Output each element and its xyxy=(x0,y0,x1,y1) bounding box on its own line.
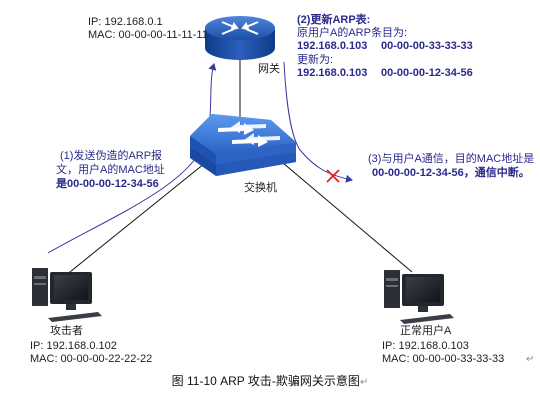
user-ip: IP: 192.168.0.103 xyxy=(382,340,469,352)
step2-title-text: (2)更新ARP表: xyxy=(297,14,371,26)
attacker-label: 攻击者 xyxy=(50,325,83,337)
step2-new-ip: 192.168.0.103 xyxy=(297,67,368,79)
router-icon xyxy=(205,16,275,60)
user-computer-icon xyxy=(384,270,454,324)
attacker-switch-link xyxy=(59,154,216,281)
step2-old-ip: 192.168.0.103 xyxy=(297,40,368,52)
step2-line2: 更新为: xyxy=(297,54,334,66)
step1-line2: 文，用户A的MAC地址 xyxy=(56,164,165,176)
step2-line1: 原用户A的ARP条目为: xyxy=(297,27,408,39)
switch-icon xyxy=(190,114,296,176)
gateway-mac: MAC: 00-00-00-11-11-11 xyxy=(88,29,208,41)
gateway-label: 网关 xyxy=(258,63,280,75)
figure-caption: 图 11-10 ARP 攻击-欺骗网关示意图↵ xyxy=(0,372,540,389)
figure-caption-text: 图 11-10 ARP 攻击-欺骗网关示意图 xyxy=(171,374,360,388)
paragraph-mark-icon: ↵ xyxy=(526,354,535,365)
step3-line2: 00-00-00-12-34-56，通信中断。 xyxy=(372,167,530,179)
attacker-computer-icon xyxy=(32,268,102,322)
step1-line3: 是00-00-00-12-34-56 xyxy=(56,178,159,190)
step2-new-mac: 00-00-00-12-34-56 xyxy=(381,67,473,79)
step3-line1: (3)与用户A通信，目的MAC地址是 xyxy=(368,153,535,165)
user-switch-link xyxy=(269,151,413,273)
gateway-ip: IP: 192.168.0.1 xyxy=(88,16,163,28)
step2-old-mac: 00-00-00-33-33-33 xyxy=(381,40,473,52)
user-mac: MAC: 00-00-00-33-33-33 xyxy=(382,353,505,365)
caption-paragraph-mark-icon: ↵ xyxy=(359,377,369,388)
switch-label: 交换机 xyxy=(244,182,277,194)
step1-line1: (1)发送伪造的ARP报 xyxy=(60,150,163,162)
attacker-mac: MAC: 00-00-00-22-22-22 xyxy=(30,353,153,365)
step2-title: (2)更新ARP表: xyxy=(297,14,370,27)
attacker-ip: IP: 192.168.0.102 xyxy=(30,340,117,352)
user-label: 正常用户A xyxy=(400,325,452,337)
communication-broken-icon xyxy=(326,169,340,183)
